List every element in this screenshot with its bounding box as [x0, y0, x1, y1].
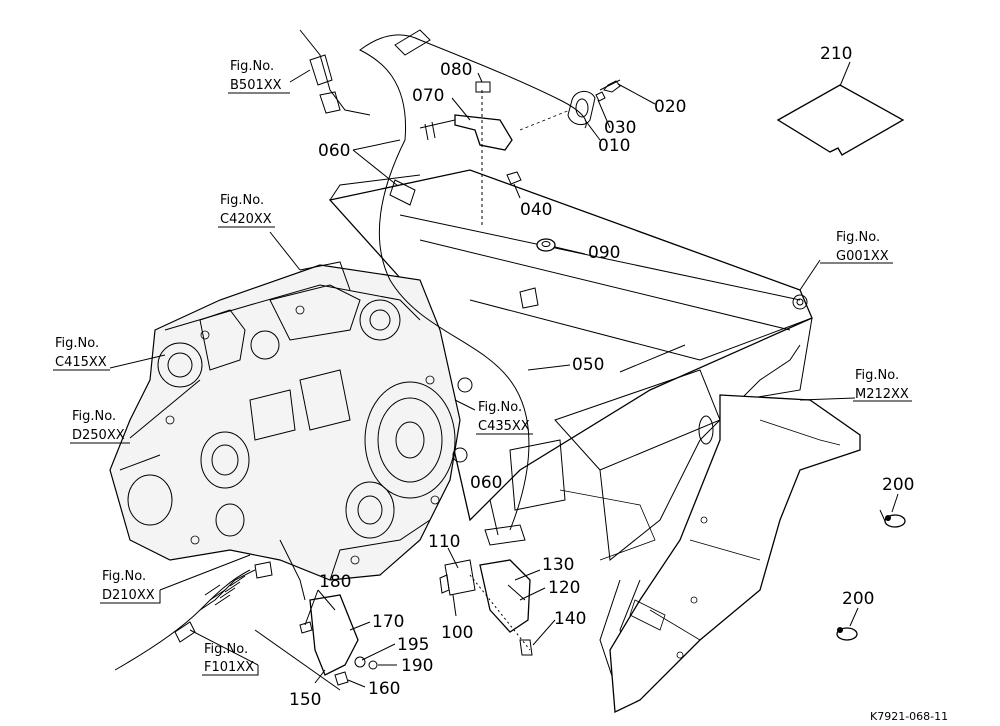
figref-f101-prefix: Fig.No. [204, 642, 248, 657]
figref-d210-prefix: Fig.No. [102, 569, 146, 584]
figref-b501-prefix: Fig.No. [230, 59, 274, 74]
figref-c420-prefix: Fig.No. [220, 193, 264, 208]
drawing-code: K7921-068-11 [870, 710, 948, 723]
callout-010: 010 [598, 136, 630, 156]
callout-195: 195 [397, 635, 429, 655]
control-cable [299, 29, 587, 531]
figref-f101-number: F101XX [204, 660, 254, 675]
figref-d210-number: D210XX [102, 588, 155, 603]
figref-c435-prefix: Fig.No. [478, 400, 522, 415]
bracket-070 [419, 81, 513, 225]
clamp-010 [519, 79, 621, 131]
label-sheet-210 [776, 84, 905, 156]
figref-d250-prefix: Fig.No. [72, 409, 116, 424]
callout-170: 170 [372, 612, 404, 632]
figref-c435-number: C435XX [478, 419, 530, 434]
callout-140: 140 [554, 609, 586, 629]
figref-c415-number: C415XX [55, 355, 107, 370]
figref-g001-number: G001XX [836, 249, 889, 264]
callout-060-lower: 060 [470, 473, 502, 493]
figref-c420-number: C420XX [220, 212, 272, 227]
callout-040: 040 [520, 200, 552, 220]
callout-070: 070 [412, 86, 444, 106]
switch-bracket-group [439, 524, 533, 656]
plug-200-lower [836, 627, 858, 641]
callout-090: 090 [588, 243, 620, 263]
nut-090 [536, 238, 556, 252]
figref-g001-prefix: Fig.No. [836, 230, 880, 245]
figref-d250-number: D250XX [72, 428, 125, 443]
callout-020: 020 [654, 97, 686, 117]
callout-080: 080 [440, 60, 472, 80]
plug-200-upper [879, 509, 906, 528]
figure-references: Fig.No. B501XX Fig.No. C420XX Fig.No. C4… [53, 59, 912, 676]
figref-m212-prefix: Fig.No. [855, 368, 899, 383]
side-cover [609, 394, 861, 713]
figref-b501-number: B501XX [230, 78, 282, 93]
leader-lines [109, 61, 899, 688]
callout-200-upper: 200 [882, 475, 914, 495]
callout-190: 190 [401, 656, 433, 676]
callout-180: 180 [319, 572, 351, 592]
callout-150: 150 [289, 690, 321, 710]
callout-200-lower: 200 [842, 589, 874, 609]
figref-m212-number: M212XX [855, 387, 909, 402]
nut-040 [506, 171, 522, 185]
callout-100: 100 [441, 623, 473, 643]
callout-120: 120 [548, 578, 580, 598]
callout-160: 160 [368, 679, 400, 699]
callout-060-upper: 060 [318, 141, 350, 161]
callout-050: 050 [572, 355, 604, 375]
pedal-bracket-group [254, 539, 378, 691]
callout-110: 110 [428, 532, 460, 552]
callout-210: 210 [820, 44, 852, 64]
shift-cable [114, 561, 273, 671]
figref-c415-prefix: Fig.No. [55, 336, 99, 351]
callout-130: 130 [542, 555, 574, 575]
callout-030: 030 [604, 118, 636, 138]
transmission-case [109, 261, 473, 581]
callouts: 080 070 020 030 010 060 040 090 050 060 … [289, 44, 914, 710]
